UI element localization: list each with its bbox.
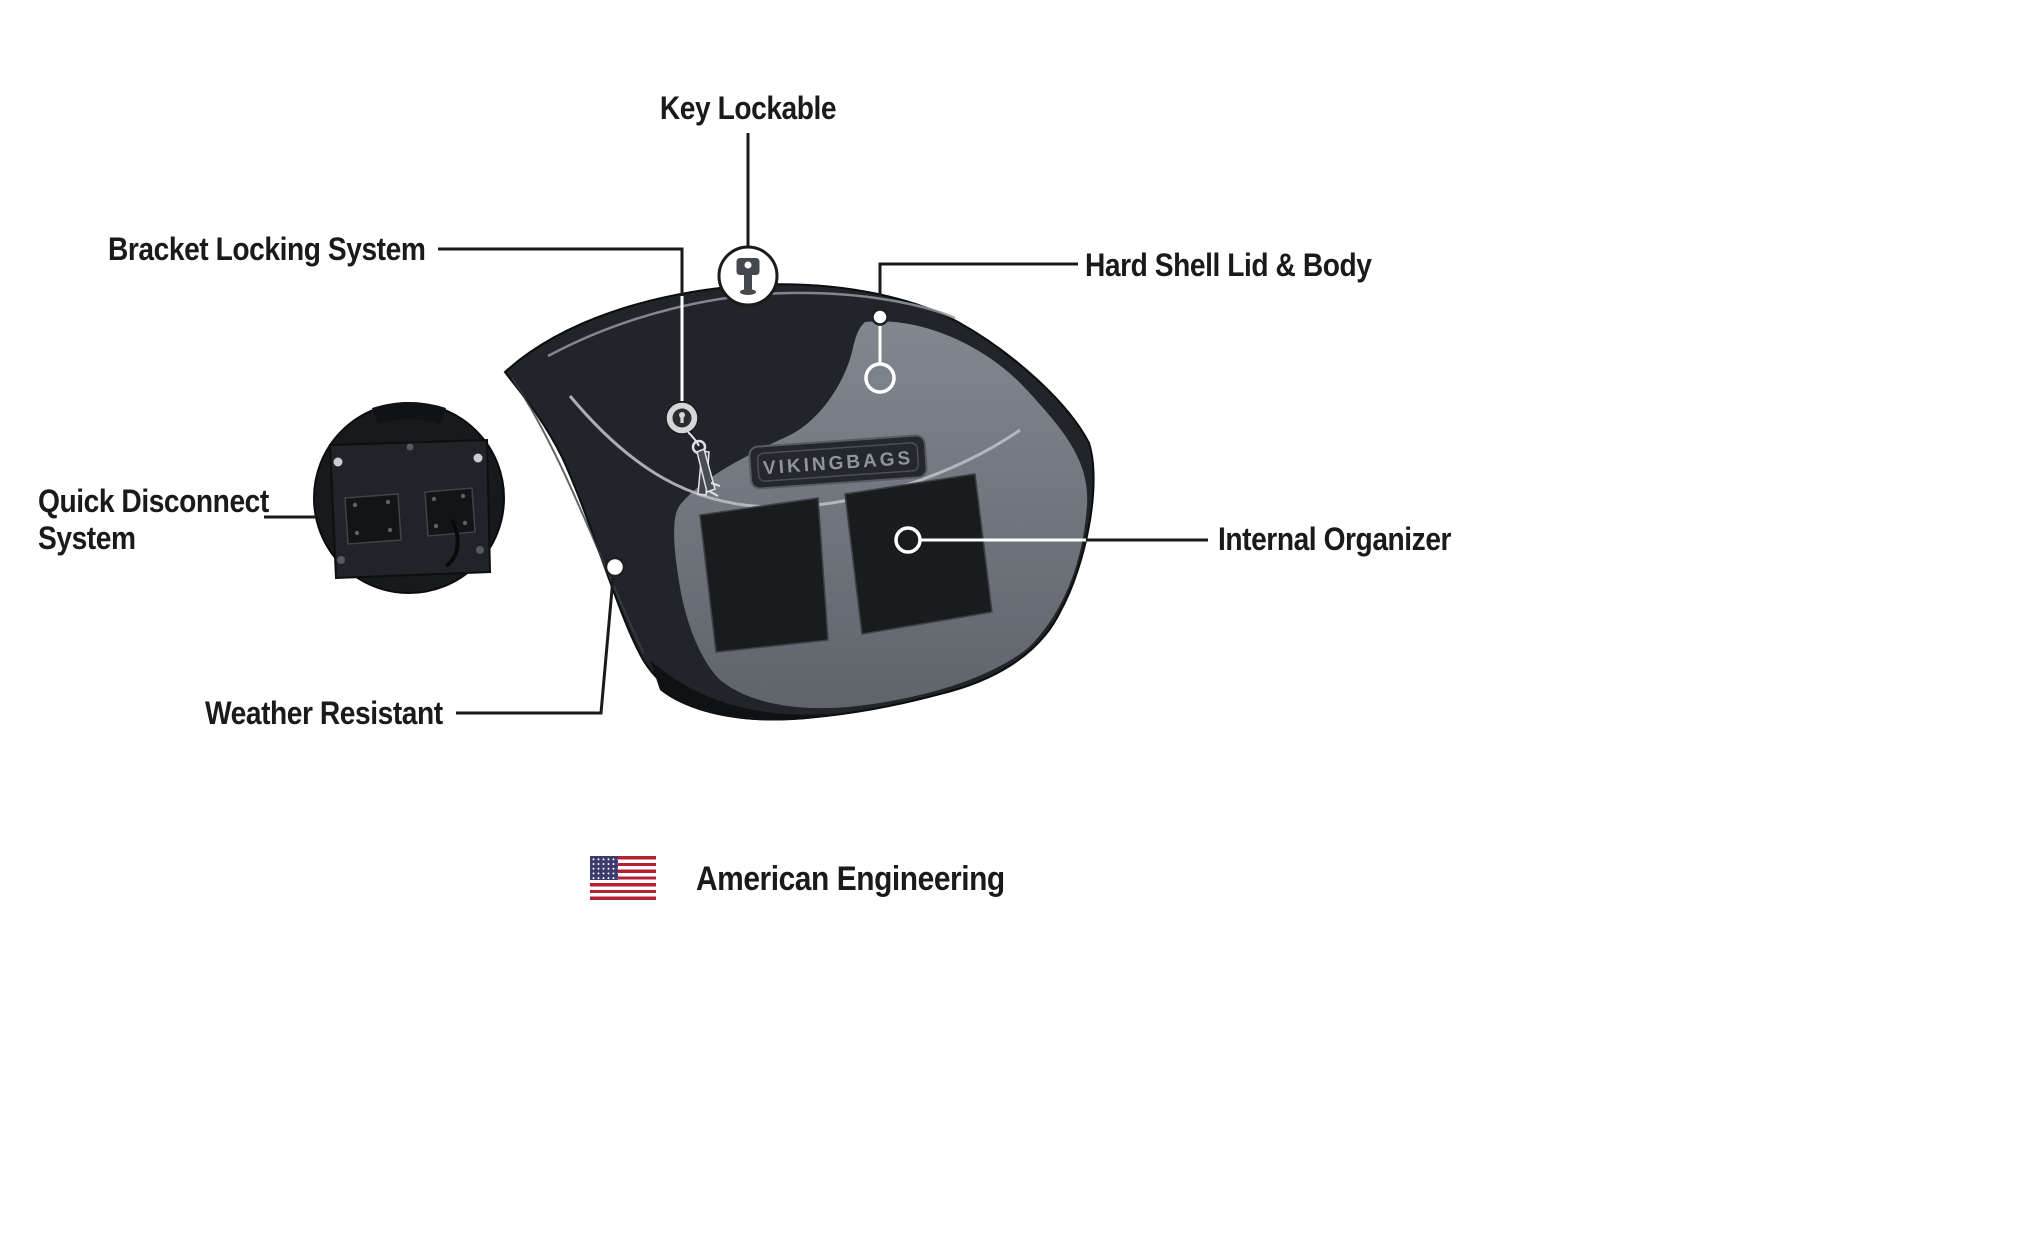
lid-top-seam-line xyxy=(547,291,956,358)
callout-bracket-locking xyxy=(438,247,684,401)
callout-internal-organizer xyxy=(894,526,1208,554)
marker-hard-shell-dot xyxy=(871,308,889,326)
marker-internal-organizer-ring xyxy=(894,526,922,554)
label-internal-organizer: Internal Organizer xyxy=(1218,521,1452,557)
label-quick-disconnect-line2: System xyxy=(38,520,136,556)
label-american-engineering: American Engineering xyxy=(696,860,1005,898)
inset-back-panel xyxy=(328,438,492,580)
callout-weather-resistant xyxy=(456,556,626,715)
marker-weather-resistant-dot xyxy=(604,556,626,578)
label-quick-disconnect-system: Quick Disconnect System xyxy=(38,483,269,557)
lock-cylinder-icon xyxy=(665,401,699,435)
bag-left-edge-highlight xyxy=(511,377,645,655)
inset-cable xyxy=(444,519,460,568)
bag-bottom-shadow xyxy=(650,660,850,721)
inset-handle xyxy=(372,402,446,424)
label-key-lockable: Key Lockable xyxy=(659,90,837,126)
key-lockable-icon xyxy=(717,245,779,307)
vikingbags-badge: VIKINGBAGS xyxy=(748,434,928,490)
us-flag-icon xyxy=(590,856,656,900)
quick-disconnect-inset xyxy=(313,402,505,594)
label-bracket-locking-system: Bracket Locking System xyxy=(108,231,426,267)
label-weather-resistant: Weather Resistant xyxy=(205,695,443,731)
internal-pocket-right xyxy=(844,473,993,635)
inset-bracket-plate-left xyxy=(344,493,402,545)
label-hard-shell-lid-body: Hard Shell Lid & Body xyxy=(1085,247,1372,283)
marker-hard-shell-ring xyxy=(864,362,896,394)
us-flag-canton xyxy=(590,856,618,880)
inset-bracket-plate-right xyxy=(424,487,476,537)
keys-icon xyxy=(687,431,721,497)
callout-key-lockable xyxy=(717,133,779,307)
callout-hard-shell xyxy=(864,262,1078,394)
label-quick-disconnect-line1: Quick Disconnect xyxy=(38,483,269,519)
internal-pocket-left xyxy=(699,497,829,653)
saddlebag-illustration: VIKINGBAGS xyxy=(503,283,1095,721)
